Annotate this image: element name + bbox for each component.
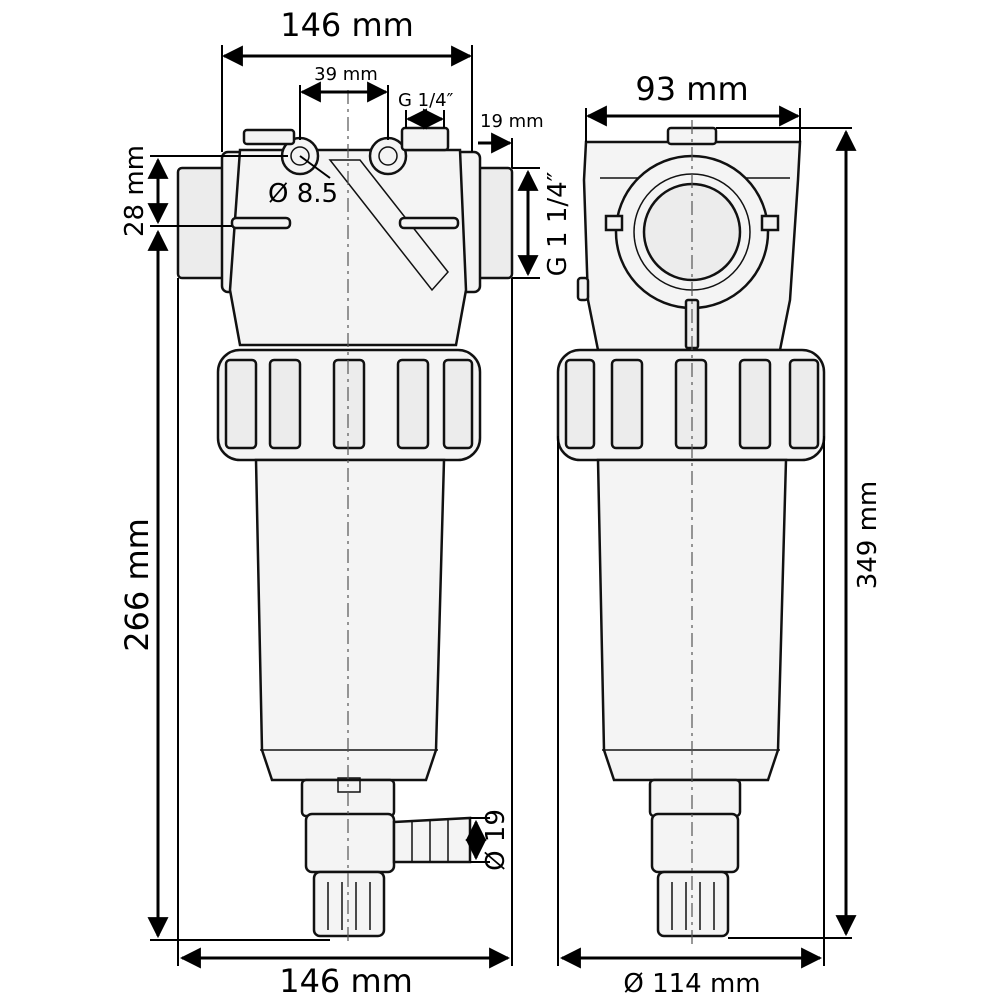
dim-drain-diameter: Ø 19 <box>481 809 511 871</box>
dim-top-offset: 28 mm <box>120 145 150 237</box>
front-hose-barb <box>392 816 472 864</box>
dim-main-thread: G 1 1/4″ <box>543 171 573 276</box>
side-tab-right <box>760 214 780 232</box>
front-port-right-hole <box>378 146 398 166</box>
side-valve-body <box>650 812 740 874</box>
front-vent-boss <box>242 128 296 146</box>
dim-hole-diameter: Ø 8.5 <box>268 179 338 209</box>
dim-small-thread: G 1/4″ <box>398 90 454 111</box>
front-drain-knob <box>312 870 386 938</box>
dim-port-spacing: 39 mm <box>314 64 378 85</box>
front-head-body <box>228 148 468 347</box>
dim-lower-height: 266 mm <box>118 518 156 652</box>
dim-outlet-offset: 19 mm <box>480 111 544 132</box>
side-tab-left <box>604 214 624 232</box>
side-view <box>556 120 826 945</box>
front-ring-grips <box>224 358 474 450</box>
side-drain-neck <box>648 778 742 818</box>
dim-front-bottom-width: 146 mm <box>279 962 413 1000</box>
front-port-right <box>368 136 408 176</box>
front-valve-body <box>304 812 396 874</box>
side-knob <box>576 276 590 302</box>
dim-front-top-width: 146 mm <box>280 6 414 44</box>
front-bowl <box>254 458 446 782</box>
front-rib-left <box>230 216 292 230</box>
front-inner-channel <box>328 159 449 292</box>
front-rib-right <box>398 216 460 230</box>
front-port-left-hole <box>290 146 310 166</box>
side-ring-grips <box>564 358 820 450</box>
dim-bowl-diameter: Ø 114 mm <box>623 969 760 999</box>
front-view <box>176 90 514 945</box>
front-gauge-boss <box>400 126 450 152</box>
dimension-lines <box>147 45 857 969</box>
dim-side-width: 93 mm <box>635 70 748 108</box>
side-drain-knob <box>656 870 730 938</box>
dim-total-height: 349 mm <box>853 481 883 590</box>
